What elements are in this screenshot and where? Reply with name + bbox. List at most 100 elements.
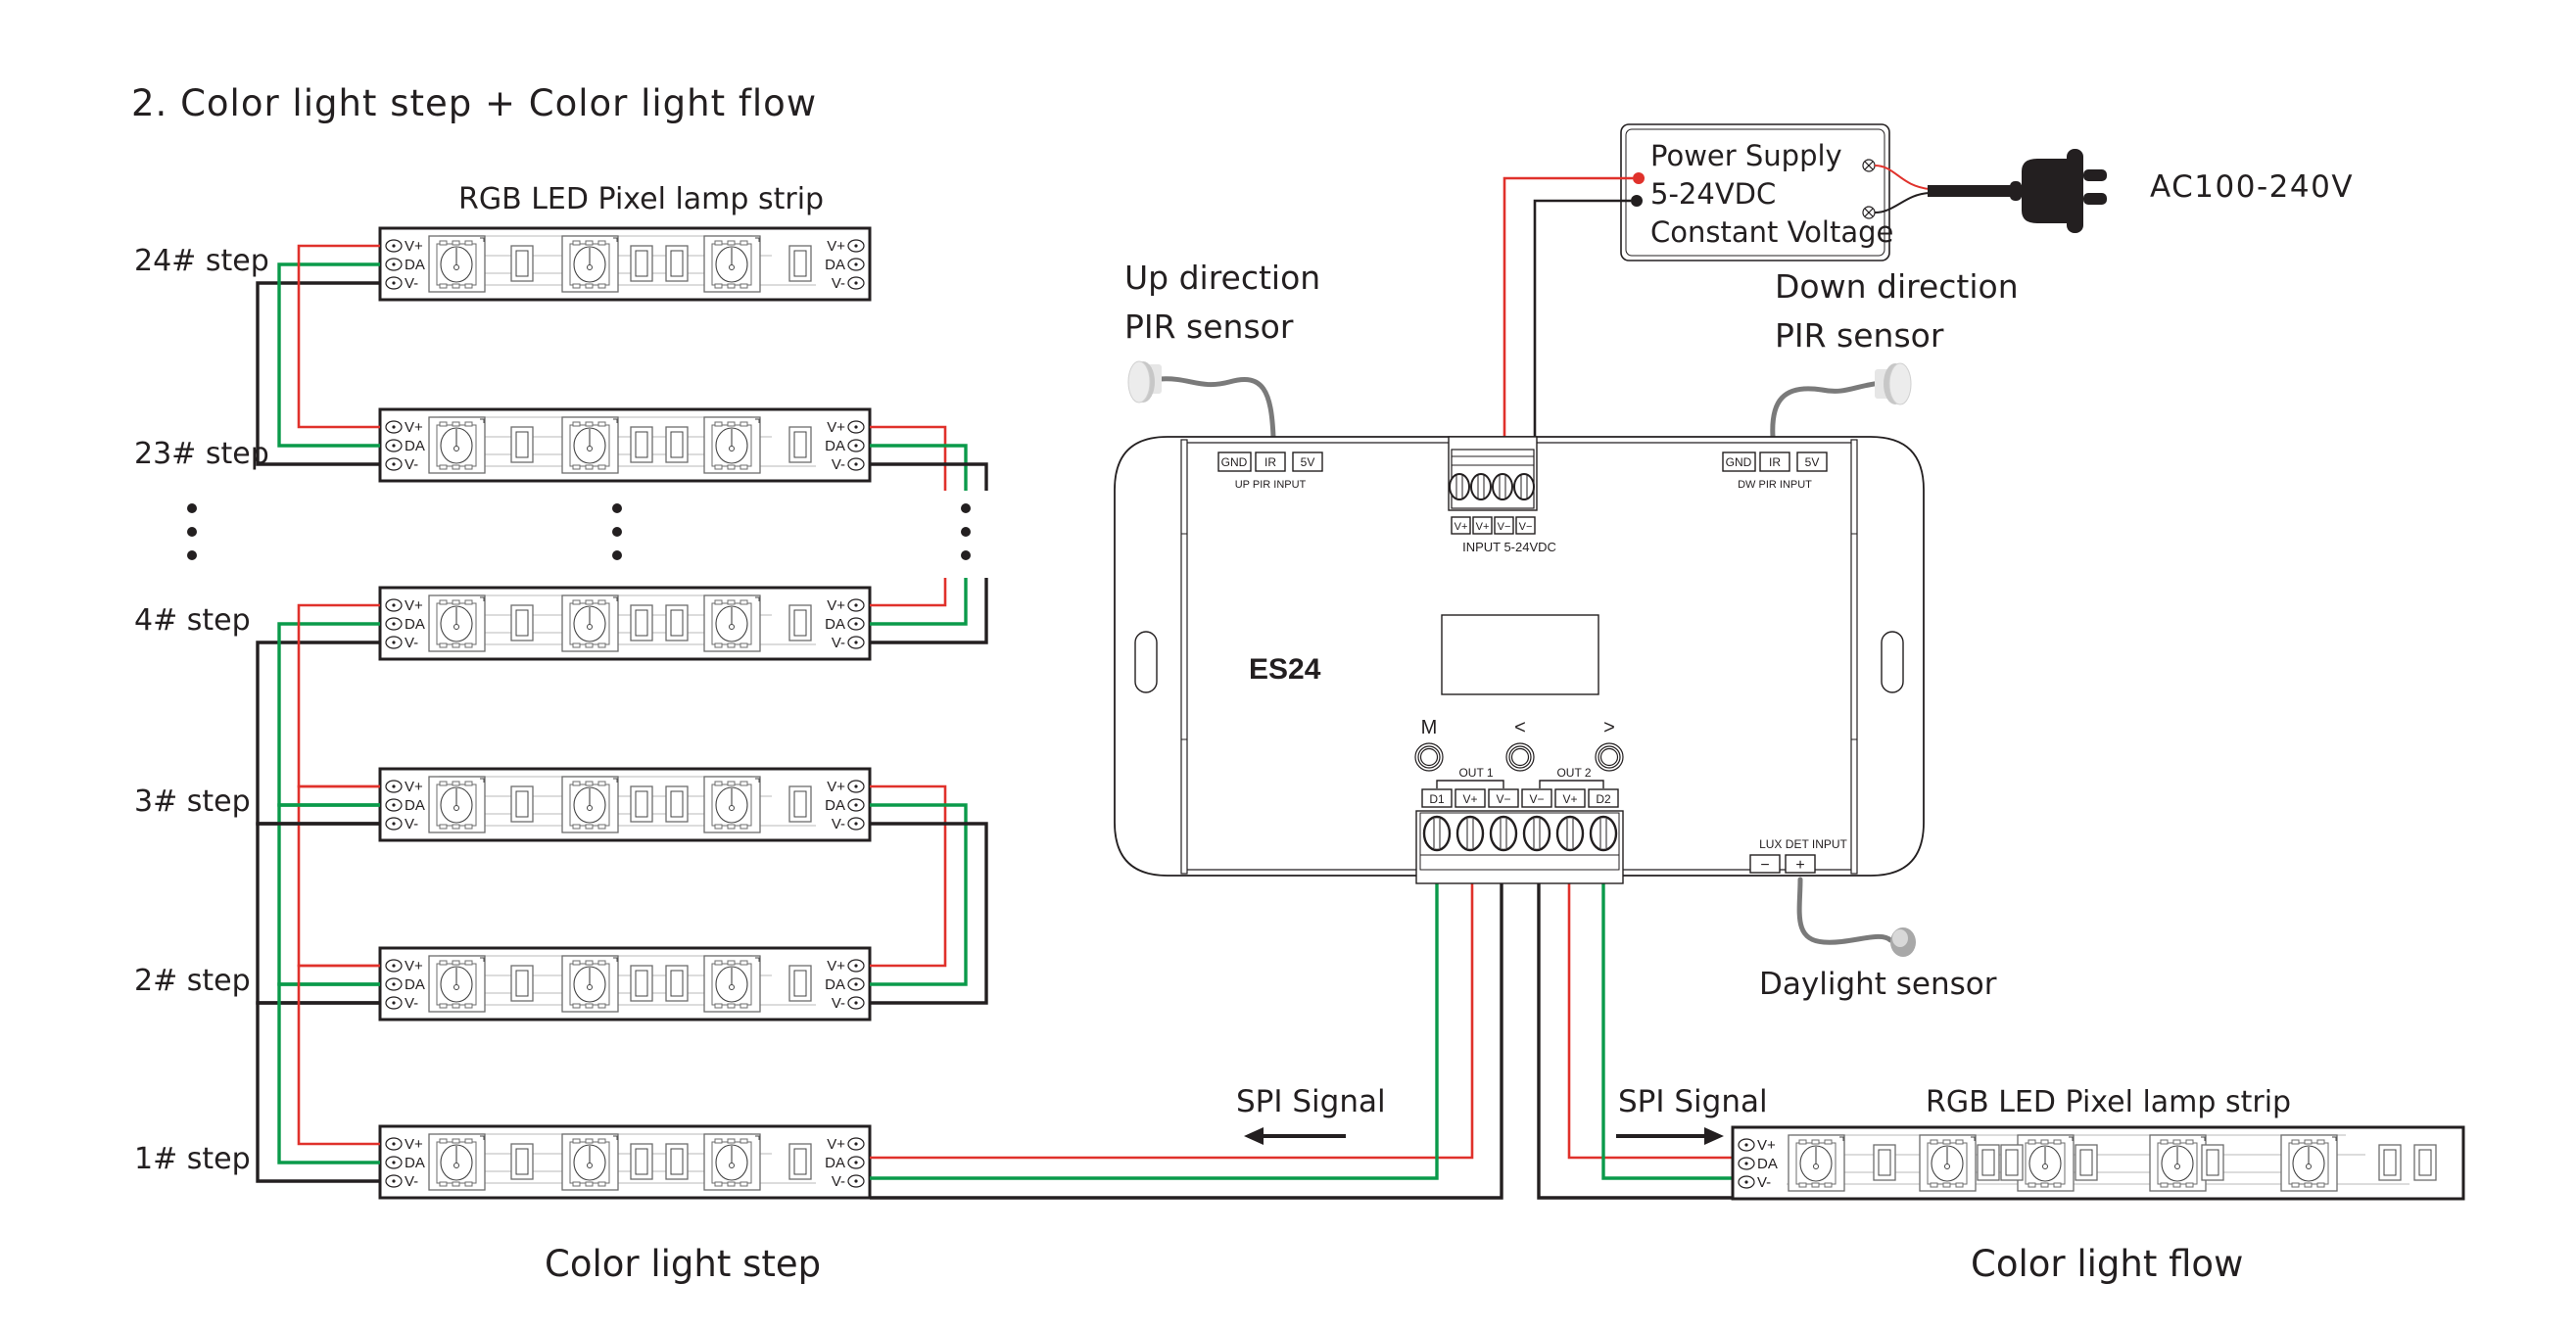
out2-wires <box>1537 881 1736 1200</box>
page-title: 2. Color light step + Color light flow <box>131 82 817 124</box>
pin-label: V- <box>405 1173 418 1190</box>
resistor-icon <box>510 785 534 823</box>
pin-label: DA <box>405 616 425 633</box>
rgb-led-chip-icon <box>428 776 486 833</box>
left-strip-heading: RGB LED Pixel lamp strip <box>458 182 824 216</box>
dc-positive-wire <box>1503 176 1633 439</box>
pin-label: V- <box>405 816 418 832</box>
pin-label: V- <box>405 456 418 473</box>
resistor-icon <box>630 426 653 463</box>
resistor-icon <box>788 604 812 641</box>
svg-text:GND: GND <box>1221 455 1248 469</box>
pin-label: V- <box>832 456 845 473</box>
resistor-icon <box>665 604 689 641</box>
arrow-right-icon <box>1616 1127 1724 1145</box>
resistor-icon <box>630 1143 653 1180</box>
rgb-led-chip-icon <box>561 416 619 474</box>
es24-controller: GND IR 5V UP PIR INPUT GND IR 5V DW PIR … <box>1114 436 1925 884</box>
out1-label: OUT 1 <box>1458 766 1493 780</box>
pin-label: V- <box>405 275 418 292</box>
pin-label: DA <box>825 257 845 273</box>
dc-negative-wire <box>1533 199 1631 439</box>
resistor-icon <box>665 965 689 1002</box>
pin-label: V+ <box>827 1136 845 1153</box>
dw-pir-input-terminal: GND IR 5V DW PIR INPUT <box>1722 451 1828 491</box>
output-pin-label: D2 <box>1596 792 1611 806</box>
resistor-icon <box>1977 1144 2000 1181</box>
pin-label: DA <box>825 438 845 454</box>
power-supply-line2: 5-24VDC <box>1650 177 1776 211</box>
down-pir-label-2: PIR sensor <box>1775 316 1944 355</box>
resistor-icon <box>510 604 534 641</box>
power-supply: Power Supply 5-24VDC Constant Voltage <box>1620 123 1893 261</box>
pin-label: V- <box>832 1173 845 1190</box>
down-pir-label-1: Down direction <box>1775 267 2019 306</box>
resistor-icon <box>665 785 689 823</box>
ac-plug-icon <box>1928 149 2107 233</box>
resistor-icon <box>630 785 653 823</box>
right-strip-heading: RGB LED Pixel lamp strip <box>1926 1085 2291 1119</box>
control-buttons: M < > <box>1414 717 1624 772</box>
power-supply-line1: Power Supply <box>1650 139 1842 172</box>
pin-label: V+ <box>827 597 845 614</box>
rgb-led-chip-icon <box>2280 1134 2338 1192</box>
output-pin-label: V− <box>1496 792 1510 806</box>
pin-label: DA <box>1757 1156 1778 1172</box>
flow-strip: V+DAV- <box>1731 1125 2465 1201</box>
up-pir-input-terminal: GND IR 5V UP PIR INPUT <box>1217 451 1323 491</box>
out1-wires <box>870 881 1503 1200</box>
output-pin-label: V+ <box>1562 792 1577 806</box>
pin-label: V+ <box>405 1136 423 1153</box>
rgb-led-chip-icon <box>561 235 619 293</box>
pin-label: DA <box>825 1155 845 1171</box>
rgb-led-chip-icon <box>703 776 761 833</box>
resistor-icon <box>510 245 534 282</box>
input-pin-label: V+ <box>1455 521 1468 533</box>
lux-plus: + <box>1795 857 1804 874</box>
lux-minus: − <box>1760 857 1769 874</box>
display-screen <box>1441 614 1599 695</box>
terminal-screw-icon <box>1589 815 1618 852</box>
resistor-icon <box>2075 1144 2098 1181</box>
control-button[interactable]: < <box>1505 717 1535 772</box>
terminal-screw-icon <box>1470 473 1492 500</box>
rgb-led-chip-icon <box>703 594 761 652</box>
rgb-led-chip-icon <box>561 1133 619 1191</box>
output-pin-label: D1 <box>1429 792 1445 806</box>
rgb-led-chip-icon <box>703 1133 761 1191</box>
power-input-terminal: V+V+V−V− <box>1448 436 1538 535</box>
pin-label: V+ <box>405 419 423 436</box>
pin-label: DA <box>825 616 845 633</box>
rgb-led-chip-icon <box>2149 1134 2207 1192</box>
resistor-icon <box>630 245 653 282</box>
pin-label: DA <box>825 976 845 993</box>
output-terminal <box>1415 810 1624 884</box>
step-label: 1# step <box>134 1142 251 1176</box>
step-label: 2# step <box>134 964 251 998</box>
rgb-led-chip-icon <box>428 955 486 1013</box>
svg-text:5V: 5V <box>1805 455 1820 469</box>
ellipsis-dots <box>187 503 971 560</box>
resistor-icon <box>788 245 812 282</box>
terminal-screw-icon <box>1522 815 1551 852</box>
svg-text:5V: 5V <box>1301 455 1315 469</box>
terminal-screw-icon <box>1449 473 1470 500</box>
rgb-led-chip-icon <box>561 955 619 1013</box>
color-light-flow-caption: Color light flow <box>1971 1243 2243 1285</box>
resistor-icon <box>788 785 812 823</box>
step-label: 4# step <box>134 603 251 638</box>
control-button[interactable]: M <box>1414 717 1444 772</box>
pin-label: V- <box>405 995 418 1012</box>
control-button[interactable]: > <box>1595 717 1624 772</box>
pin-label: V- <box>1757 1174 1771 1191</box>
pin-label: V+ <box>827 419 845 436</box>
resistor-icon <box>665 426 689 463</box>
input-pin-label: V− <box>1519 521 1533 533</box>
step-label: 23# step <box>134 437 269 471</box>
resistor-icon <box>2378 1144 2402 1181</box>
